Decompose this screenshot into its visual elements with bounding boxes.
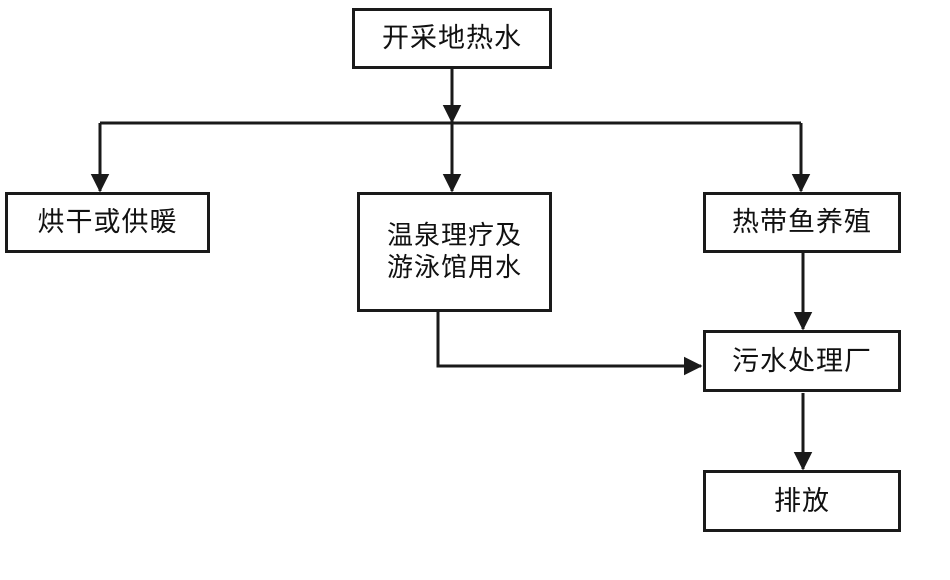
node-tropical-fish[interactable]: 热带鱼养殖 [703, 192, 901, 253]
node-source-label: 开采地热水 [382, 23, 522, 54]
node-wastewater-plant[interactable]: 污水处理厂 [703, 330, 901, 392]
node-discharge[interactable]: 排放 [703, 470, 901, 532]
node-drying-heating[interactable]: 烘干或供暖 [5, 192, 210, 253]
node-spa-pool[interactable]: 温泉理疗及 游泳馆用水 [357, 192, 552, 312]
node-discharge-label: 排放 [774, 485, 830, 516]
node-tropical-fish-label: 热带鱼养殖 [732, 207, 872, 238]
node-wastewater-plant-label: 污水处理厂 [732, 345, 872, 376]
edge-spa-to-plant [436, 312, 703, 376]
node-source[interactable]: 开采地热水 [352, 8, 552, 69]
node-drying-heating-label: 烘干或供暖 [37, 207, 178, 238]
node-spa-pool-label: 温泉理疗及 游泳馆用水 [386, 221, 522, 282]
